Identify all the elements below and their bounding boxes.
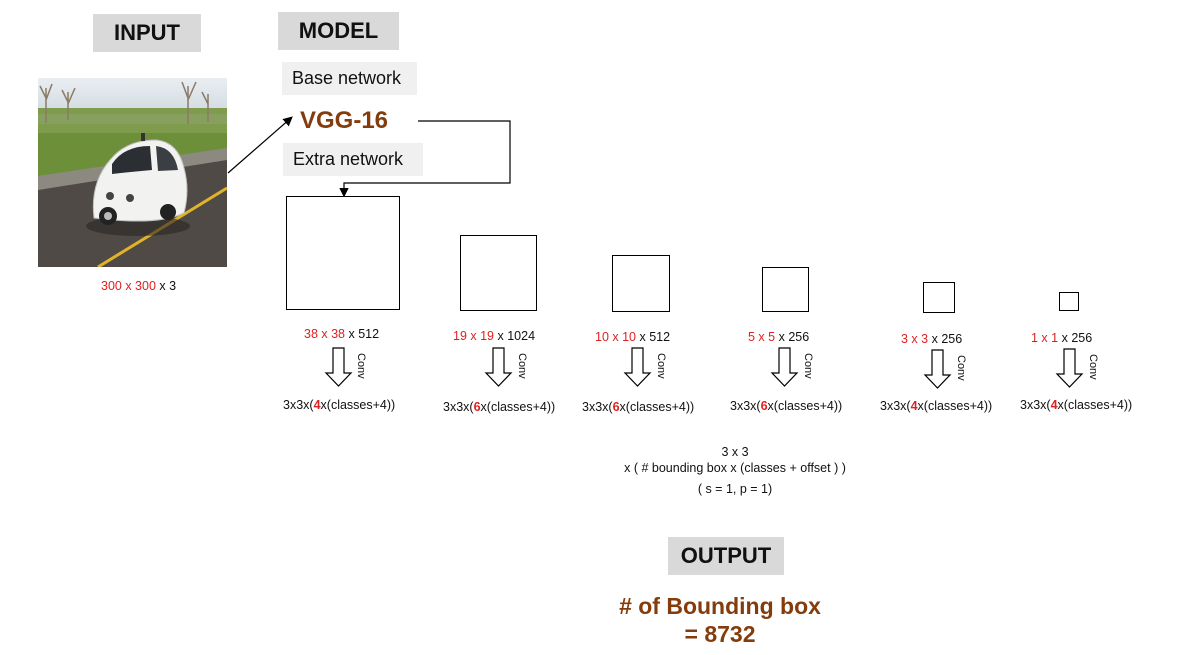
conv-down-arrow-icon xyxy=(484,347,513,387)
conv-down-arrow-icon xyxy=(1055,348,1084,388)
head-prefix: 3x3x( xyxy=(283,398,314,412)
conv-label: Conv xyxy=(655,353,667,379)
input-size-label: 300 x 300 x 3 xyxy=(101,279,176,293)
fmap-size-label: 19 x 19 x 1024 xyxy=(453,329,535,343)
head-prefix: 3x3x( xyxy=(880,399,911,413)
box-count: 6 xyxy=(612,400,620,414)
extra-network-label: Extra network xyxy=(283,143,423,176)
output-header-text: OUTPUT xyxy=(680,543,772,568)
fmap-size-label: 10 x 10 x 512 xyxy=(595,330,670,344)
fmap-channels: x 1024 xyxy=(497,329,536,343)
conv-down-arrow-icon xyxy=(623,347,652,387)
head-formula: 3x3x(6x(classes+4)) xyxy=(582,400,694,414)
box-count: 6 xyxy=(473,400,481,414)
vgg-to-featuremap-arrow xyxy=(339,120,511,198)
fmap-channels: x 256 xyxy=(1061,331,1093,345)
base-network-text: Base network xyxy=(292,68,402,88)
box-count: 4 xyxy=(910,399,918,413)
conv-label: Conv xyxy=(355,353,367,379)
fmap-channels: x 256 xyxy=(778,330,810,344)
fmap-dims: 5 x 5 xyxy=(748,330,776,344)
fmap-dims: 38 x 38 xyxy=(304,327,346,341)
extra-network-text: Extra network xyxy=(293,149,404,169)
feature-map-5 xyxy=(762,267,809,312)
head-suffix: x(classes+4)) xyxy=(1057,398,1133,412)
conv-label: Conv xyxy=(1087,354,1099,380)
input-dims: 300 x 300 xyxy=(101,279,156,293)
head-prefix: 3x3x( xyxy=(443,400,474,414)
kernel-note-line2: x ( # bounding box x (classes + offset )… xyxy=(624,461,846,475)
box-count: 4 xyxy=(1050,398,1058,412)
head-formula: 3x3x(4x(classes+4)) xyxy=(880,399,992,413)
fmap-size-label: 3 x 3 x 256 xyxy=(901,332,962,346)
conv-label: Conv xyxy=(516,353,528,379)
head-formula: 3x3x(4x(classes+4)) xyxy=(283,398,395,412)
input-image-car xyxy=(38,78,227,267)
head-prefix: 3x3x( xyxy=(730,399,761,413)
input-to-model-arrow xyxy=(227,116,293,174)
model-header-text: MODEL xyxy=(298,18,379,43)
box-count: 6 xyxy=(760,399,768,413)
head-suffix: x(classes+4)) xyxy=(480,400,556,414)
kernel-note-line1: 3 x 3 xyxy=(721,445,749,459)
input-header-text: INPUT xyxy=(114,20,180,45)
conv-down-arrow-icon xyxy=(923,349,952,389)
fmap-size-label: 38 x 38 x 512 xyxy=(304,327,379,341)
conv-label: Conv xyxy=(802,353,814,379)
fmap-dims: 3 x 3 xyxy=(901,332,929,346)
backbone-label: VGG-16 xyxy=(300,107,388,135)
head-formula: 3x3x(6x(classes+4)) xyxy=(730,399,842,413)
feature-map-10 xyxy=(612,255,670,312)
input-channels: x 3 xyxy=(159,279,177,293)
conv-down-arrow-icon xyxy=(770,347,799,387)
conv-label: Conv xyxy=(955,355,967,381)
fmap-dims: 19 x 19 xyxy=(453,329,495,343)
head-suffix: x(classes+4)) xyxy=(767,399,843,413)
input-header: INPUT xyxy=(93,14,201,52)
head-prefix: 3x3x( xyxy=(1020,398,1051,412)
fmap-size-label: 1 x 1 x 256 xyxy=(1031,331,1092,345)
fmap-channels: x 512 xyxy=(639,330,671,344)
backbone-text: VGG-16 xyxy=(300,107,389,134)
model-header: MODEL xyxy=(278,12,399,50)
head-prefix: 3x3x( xyxy=(582,400,613,414)
head-suffix: x(classes+4)) xyxy=(917,399,993,413)
bounding-box-total: # of Bounding box = 8732 xyxy=(560,592,880,648)
base-network-label: Base network xyxy=(282,62,417,95)
output-header: OUTPUT xyxy=(668,537,784,575)
fmap-dims: 1 x 1 xyxy=(1031,331,1059,345)
conv-down-arrow-icon xyxy=(324,347,353,387)
result-line2: = 8732 xyxy=(684,621,756,647)
feature-map-1 xyxy=(1059,292,1079,311)
head-suffix: x(classes+4)) xyxy=(619,400,695,414)
head-formula: 3x3x(4x(classes+4)) xyxy=(1020,398,1132,412)
kernel-note-line3: ( s = 1, p = 1) xyxy=(697,482,773,496)
fmap-size-label: 5 x 5 x 256 xyxy=(748,330,809,344)
head-suffix: x(classes+4)) xyxy=(320,398,396,412)
box-count: 4 xyxy=(313,398,321,412)
feature-map-19 xyxy=(460,235,537,311)
fmap-dims: 10 x 10 xyxy=(595,330,637,344)
result-line1: # of Bounding box xyxy=(619,593,821,619)
feature-map-3 xyxy=(923,282,955,313)
head-formula: 3x3x(6x(classes+4)) xyxy=(443,400,555,414)
fmap-channels: x 512 xyxy=(348,327,380,341)
feature-map-38 xyxy=(286,196,400,310)
fmap-channels: x 256 xyxy=(931,332,963,346)
